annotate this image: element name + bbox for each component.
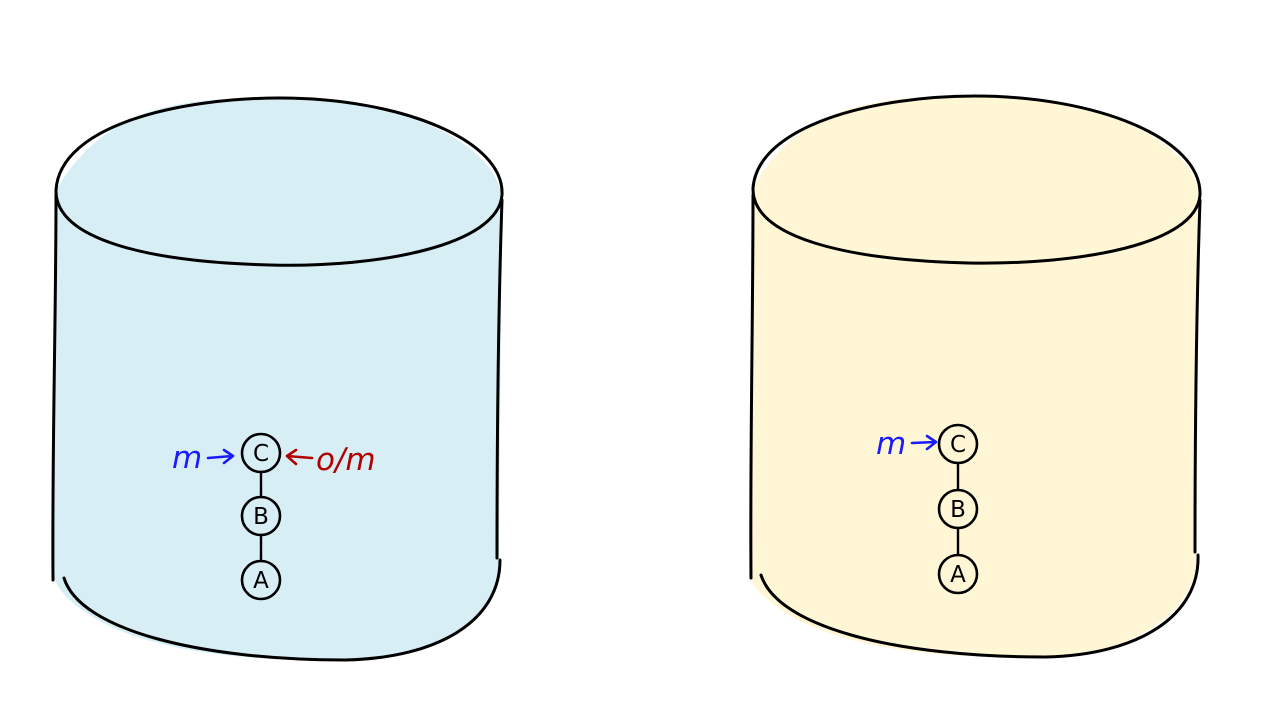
left-remote-ref-label: o/m [316, 442, 376, 478]
left-cylinder-body [53, 98, 502, 661]
right-commit-b: B [937, 488, 979, 530]
left-commit-a: A [240, 559, 282, 601]
left-remote-ref-arrow [285, 448, 314, 466]
left-cylinder-top-ellipse [54, 96, 504, 267]
left-commit-graph: C B A m o/m [172, 432, 376, 601]
right-commit-graph: C B A m [876, 423, 979, 595]
right-commit-c: C [937, 423, 979, 465]
left-commit-a-circle [240, 559, 282, 601]
right-commit-b-circle [937, 488, 979, 530]
right-commit-b-label: B [950, 497, 966, 523]
right-cylinder-body [751, 96, 1200, 658]
left-local-ref-label: m [172, 440, 202, 476]
right-cylinder-bottom-curve [759, 553, 1200, 659]
right-commit-a: A [937, 553, 979, 595]
right-commit-c-label: C [950, 432, 966, 458]
right-local-ref-arrow [910, 434, 938, 451]
right-commit-c-circle [937, 423, 979, 465]
left-commit-b-label: B [253, 504, 269, 530]
left-cylinder-right-side [495, 198, 504, 560]
right-repository-cylinder [749, 94, 1202, 659]
left-commit-c-circle [240, 432, 282, 474]
right-cylinder-right-side [1193, 198, 1202, 554]
left-repository-cylinder [51, 96, 504, 662]
right-commit-a-label: A [950, 562, 966, 588]
left-commit-c-label: C [253, 441, 269, 467]
left-commit-b-circle [240, 495, 282, 537]
left-local-ref-arrow [206, 448, 235, 465]
right-commit-a-circle [937, 553, 979, 595]
left-cylinder-bottom-curve [62, 558, 502, 662]
left-commit-c: C [240, 432, 282, 474]
left-commit-b: B [240, 495, 282, 537]
left-commit-a-label: A [253, 568, 269, 594]
right-local-ref-label: m [876, 426, 906, 462]
right-cylinder-top-ellipse [751, 94, 1202, 265]
right-cylinder-left-side [749, 193, 755, 580]
left-cylinder-left-side [51, 193, 58, 582]
